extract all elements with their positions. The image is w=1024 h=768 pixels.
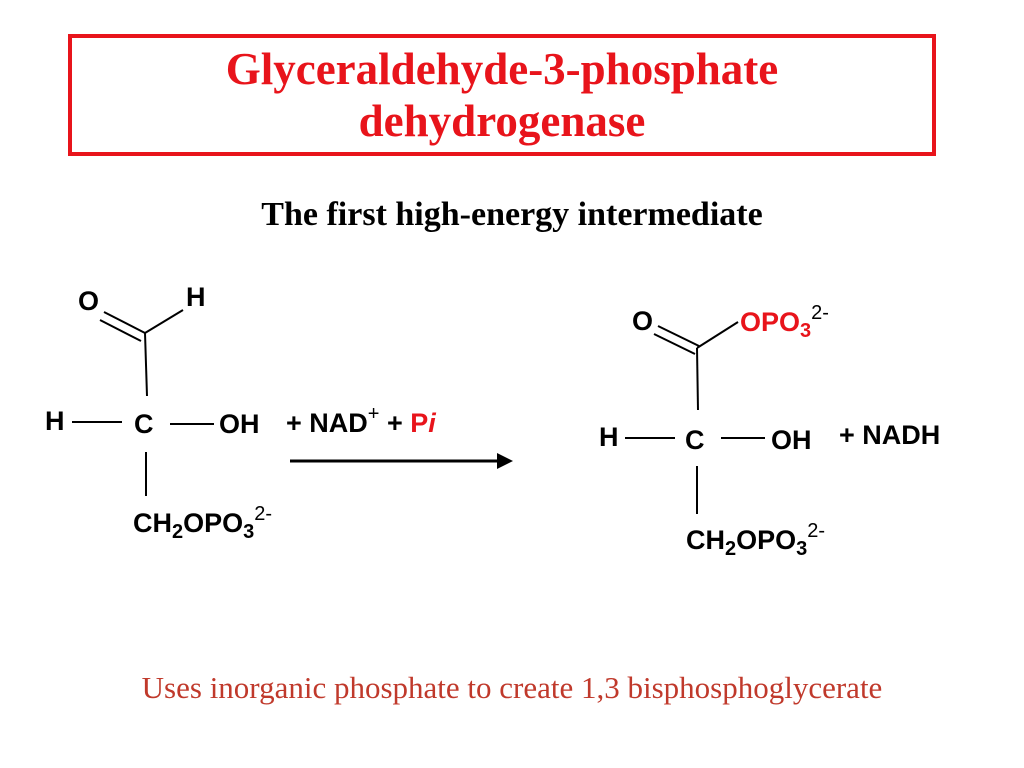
product-opo3: OPO32- [740, 302, 829, 342]
title-line-1: Glyceraldehyde-3-phosphate [225, 44, 779, 94]
reactant-double-bond-a [103, 311, 146, 334]
title-line-2: dehydrogenase [358, 96, 646, 146]
product-c: C [685, 425, 705, 455]
subtitle: The first high-energy intermediate [261, 196, 763, 233]
reactant-h: H [45, 406, 65, 436]
product-oh: OH [771, 425, 812, 455]
reactant-ch2opo3: CH2OPO32- [133, 503, 273, 543]
reactant-c: C [134, 409, 154, 439]
product-c1-c2-bond [696, 347, 699, 411]
reactant-h-bond [144, 309, 184, 334]
product-carbonyl-o: O [632, 306, 654, 336]
reactant-double-bond-b [99, 319, 142, 342]
reaction-arrow-head [497, 453, 513, 469]
product-double-bond-a [657, 325, 700, 347]
reactant-c1-c2-bond [144, 332, 148, 397]
reactant-carbonyl-o: O [78, 286, 100, 316]
reactant-oh: OH [219, 409, 260, 439]
product-ch2opo3: CH2OPO32- [686, 520, 826, 560]
reagents-label: + NAD+ + Pi [286, 403, 436, 438]
product-h: H [599, 422, 619, 452]
caption: Uses inorganic phosphate to create 1,3 b… [141, 670, 883, 705]
product-double-bond-b [653, 333, 696, 355]
product-nadh: + NADH [839, 420, 941, 450]
product-opo3-bond [696, 321, 739, 349]
reactant-aldehyde-h: H [186, 282, 206, 312]
title-box: Glyceraldehyde-3-phosphate dehydrogenase [68, 34, 936, 156]
